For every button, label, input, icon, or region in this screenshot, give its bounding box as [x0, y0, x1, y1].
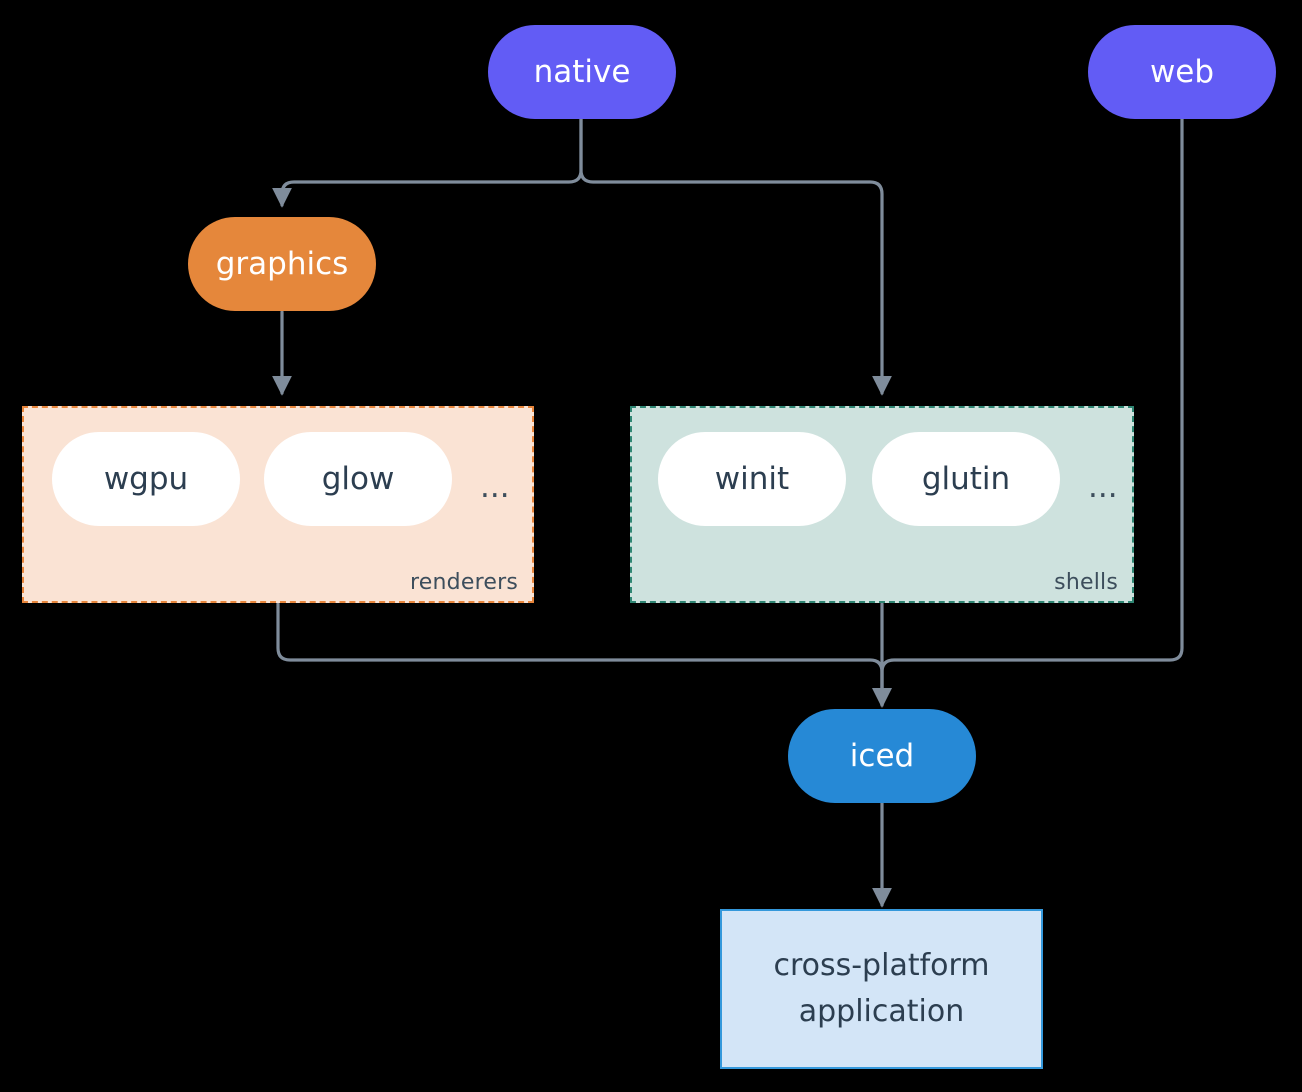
group-shells-label: shells — [1054, 570, 1118, 595]
node-iced-label: iced — [849, 737, 915, 774]
node-application[interactable]: cross-platform application — [720, 909, 1043, 1069]
node-web[interactable]: web — [1088, 25, 1276, 119]
node-web-label: web — [1149, 53, 1215, 90]
node-application-line2: application — [798, 994, 965, 1029]
shells-ellipsis: ... — [1088, 469, 1118, 505]
edge-renderers-to-iced — [276, 602, 892, 708]
node-wgpu[interactable]: wgpu — [52, 432, 240, 526]
node-native-label: native — [533, 53, 631, 90]
group-renderers-label: renderers — [410, 570, 518, 595]
node-application-line1: cross-platform — [773, 947, 990, 983]
node-glutin[interactable]: glutin — [872, 432, 1060, 526]
node-native[interactable]: native — [488, 25, 676, 119]
edge-native-to-shells — [579, 116, 892, 396]
node-iced[interactable]: iced — [788, 709, 976, 803]
node-graphics-label: graphics — [215, 245, 349, 282]
edge-native-to-graphics — [272, 116, 583, 208]
node-glutin-label: glutin — [921, 460, 1011, 497]
renderers-ellipsis: ... — [480, 469, 510, 505]
group-shells: winit glutin ... shells — [630, 406, 1134, 603]
node-glow[interactable]: glow — [264, 432, 452, 526]
node-wgpu-label: wgpu — [103, 460, 189, 497]
group-renderers: wgpu glow ... renderers — [22, 406, 534, 603]
node-graphics[interactable]: graphics — [188, 217, 376, 311]
node-winit[interactable]: winit — [658, 432, 846, 526]
node-winit-label: winit — [714, 460, 790, 497]
node-glow-label: glow — [321, 460, 395, 497]
